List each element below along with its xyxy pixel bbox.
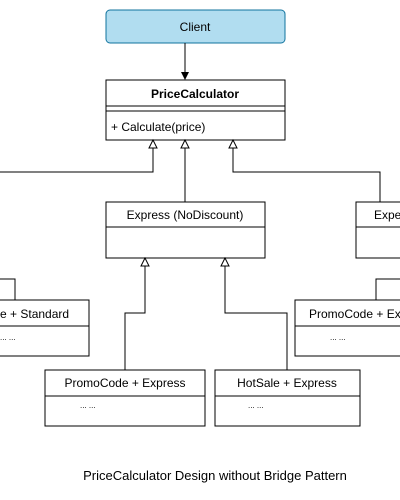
express-right-partial-class: Expe — [355, 201, 400, 259]
inheritance-right — [228, 138, 381, 202]
inheritance-hotsale-express — [220, 256, 288, 370]
standard-left-partial-marks: ... ... — [0, 333, 16, 342]
promo-right-partial-name: PromoCode + Ex — [309, 307, 400, 321]
hotsale-express-class: HotSale + Express ... ... — [214, 369, 361, 427]
hotsale-express-marks: ... ... — [248, 401, 264, 410]
client-label: Client — [180, 20, 211, 34]
standard-left-partial-name: e + Standard — [0, 307, 69, 321]
standard-left-partial-class: e + Standard ... ... — [0, 278, 90, 357]
promo-right-partial-marks: ... ... — [330, 333, 346, 342]
promo-express-class: PromoCode + Express ... ... — [44, 369, 206, 427]
hotsale-express-name: HotSale + Express — [237, 376, 337, 390]
diagram-caption: PriceCalculator Design without Bridge Pa… — [83, 468, 347, 483]
price-calculator-name: PriceCalculator — [151, 87, 239, 101]
price-calculator-class: PriceCalculator + Calculate(price) — [105, 79, 286, 141]
promo-express-name: PromoCode + Express — [64, 376, 185, 390]
inheritance-center — [180, 138, 190, 202]
inheritance-left — [0, 138, 158, 173]
express-right-partial-name: Expe — [374, 208, 400, 222]
client-box: Client — [105, 9, 286, 44]
price-calculator-method: + Calculate(price) — [111, 120, 205, 134]
express-no-discount-name: Express (NoDiscount) — [127, 208, 244, 222]
client-association-arrow — [181, 43, 189, 80]
express-no-discount-class: Express (NoDiscount) — [105, 201, 266, 259]
inheritance-promo-express — [124, 256, 150, 370]
promo-express-marks: ... ... — [80, 401, 96, 410]
promo-right-partial-class: PromoCode + Ex ... ... — [294, 278, 400, 357]
